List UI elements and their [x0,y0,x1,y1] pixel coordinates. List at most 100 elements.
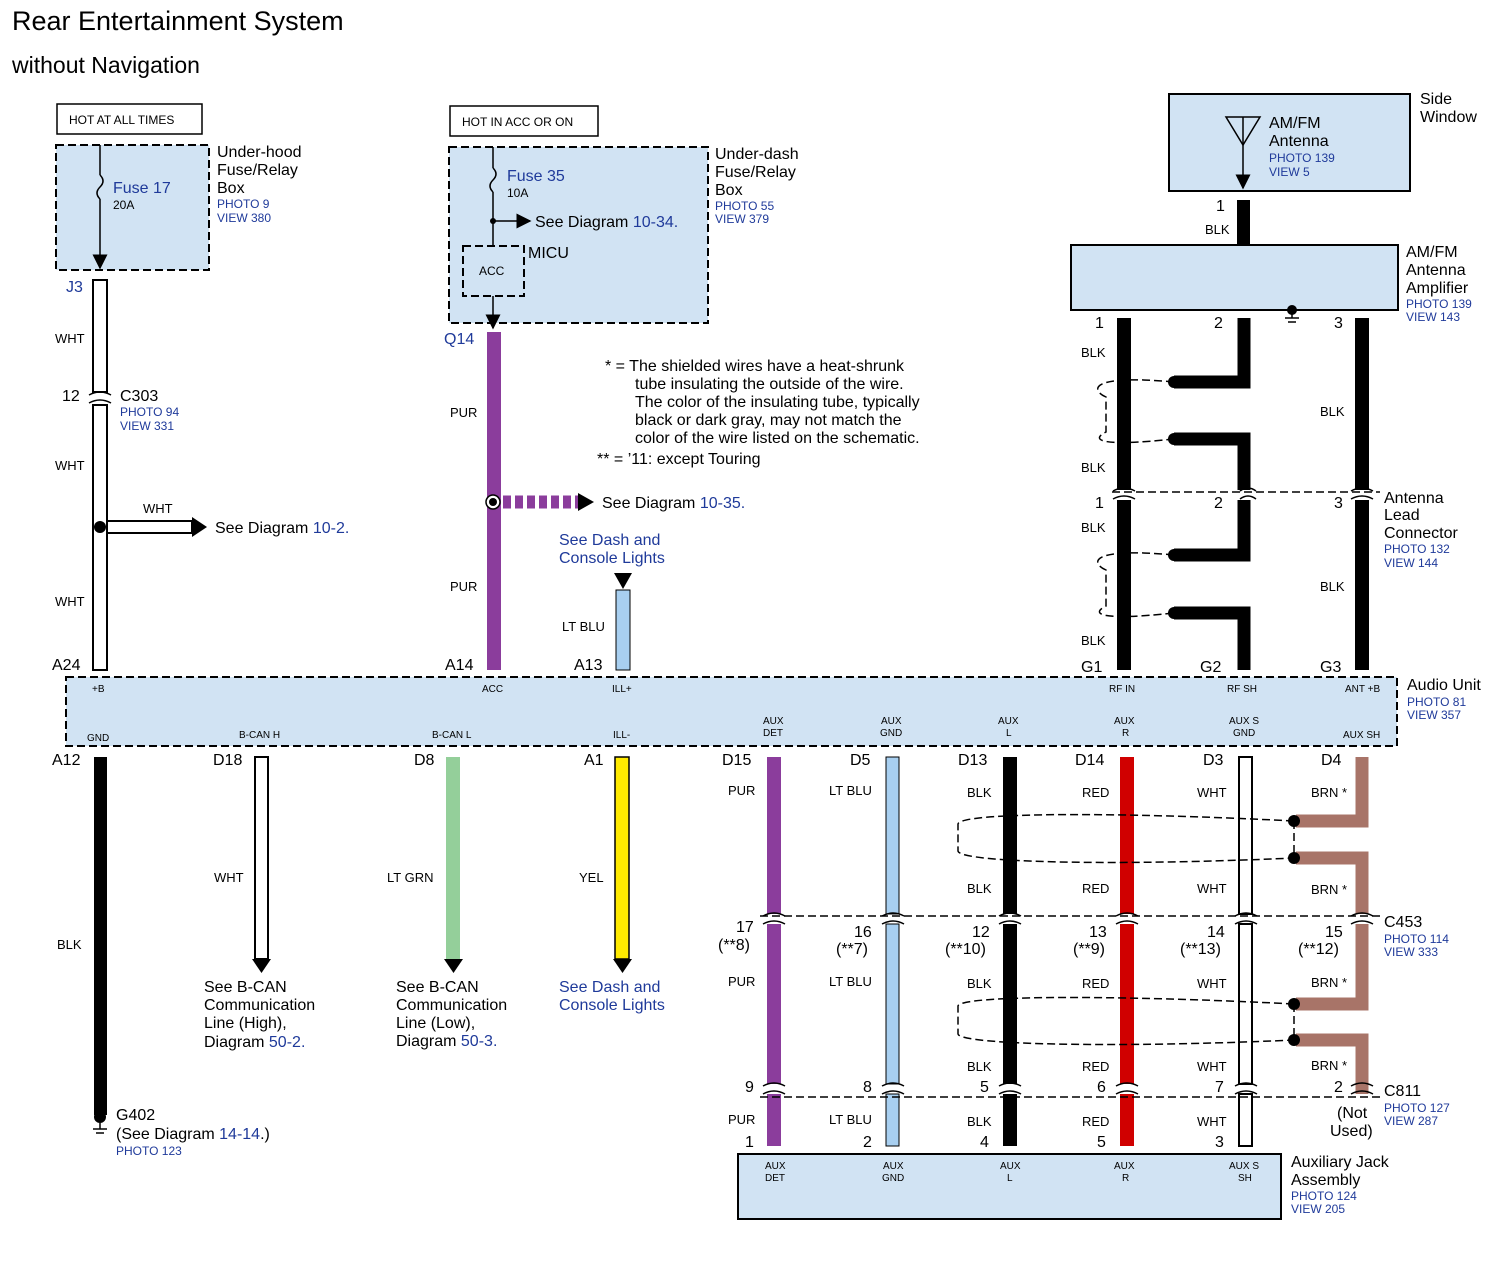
jack-det-1: AUX [765,1161,786,1172]
lead-name-3: Connector [1384,525,1458,542]
pin-d3: D3 [1203,752,1224,769]
c303-photo: PHOTO 94 [120,405,179,419]
lbl-blk-1: BLK [967,785,992,800]
jack-p1: 1 [745,1134,754,1151]
wire-label-blk-antenna: BLK [1205,222,1230,237]
antenna-pin-1: 1 [1216,198,1225,215]
lbl-blk-2: BLK [967,881,992,896]
c453-p15: 15 [1325,924,1343,941]
c811-p6: 6 [1097,1079,1106,1096]
underdash-fuse-box: HOT IN ACC OR ON Fuse 35 10A ACC MICU Se… [448,105,799,330]
wire-blk-ant-b [1350,318,1374,670]
wire-wht-plus-b [88,279,207,671]
wire-blk-gnd [94,757,107,1115]
c453-p15b: (**12) [1298,941,1339,958]
wire-label-ltgrn: LT GRN [387,870,433,885]
lbl-pur-2: PUR [728,974,755,989]
pin-d15: D15 [722,752,751,769]
wire-label-wht-2: WHT [55,458,85,473]
audio-unit-view: VIEW 357 [1407,708,1461,722]
jack-gnd-2: GND [882,1173,904,1184]
jack-l-1: AUX [1000,1161,1021,1172]
note-line-5: color of the wire listed on the schemati… [635,430,920,447]
au-aux-r-2: R [1122,728,1129,739]
audio-unit-name: Audio Unit [1407,677,1481,694]
lbl-red-2: RED [1082,881,1109,896]
jack-det-2: DET [765,1173,785,1184]
ref-diagram-10-35[interactable]: See Diagram 10-35. [602,495,745,512]
note-line-2: tube insulating the outside of the wire. [635,376,904,393]
au-aux-r-1: AUX [1114,716,1135,727]
arrow-down-icon [613,959,632,973]
wire-ltblu-aux-gnd [885,756,900,1147]
c453-p17: 17 [736,919,754,936]
au-pin-rf-in: RF IN [1109,684,1135,695]
lbl-wht-5: WHT [1197,1114,1227,1129]
ref-diagram-10-2[interactable]: See Diagram 10-2. [215,520,349,537]
ref-dash-lights-top-2[interactable]: Console Lights [559,550,665,567]
wire-label-yel: YEL [579,870,604,885]
lbl-brn-4: BRN * [1311,1058,1347,1073]
au-aux-ssh-1: AUX S [1229,716,1259,727]
lbl-blk-3: BLK [967,976,992,991]
ref-bcan-high[interactable]: See B-CAN Communication Line (High), Dia… [204,979,315,1051]
wire-yel-ill-minus [614,756,630,960]
shield-ellipses-aux [957,813,1295,1046]
jack-l-2: L [1007,1173,1013,1184]
aux-jack-view: VIEW 205 [1291,1202,1345,1216]
wire-pur-acc [485,332,594,670]
fuse-35-symbol [489,167,497,193]
shielded-wire-note: * = The shielded wires have a heat-shrun… [597,358,920,468]
underdash-name-2: Fuse/Relay [715,164,796,181]
antenna-view: VIEW 5 [1269,165,1310,179]
c811-p7: 7 [1215,1079,1224,1096]
wire-label-blk-gnd: BLK [57,937,82,952]
ref-dash-lights-bottom-2[interactable]: Console Lights [559,997,665,1014]
wire-label-blk-a3: BLK [1081,520,1106,535]
ref-diagram-10-34[interactable]: See Diagram 10-34. [535,214,678,231]
lbl-ltblu-2: LT BLU [829,974,872,989]
lbl-wht-2: WHT [1197,881,1227,896]
lbl-red-3: RED [1082,976,1109,991]
antenna-photo: PHOTO 139 [1269,151,1335,165]
bcanh-line-3: Line (High), [204,1015,287,1032]
jack-ssh-2: SH [1238,1173,1252,1184]
underhood-fuse-box: HOT AT ALL TIMES Fuse 17 20A Under-hood … [55,103,302,271]
antenna-name-2: Antenna [1269,133,1329,150]
ref-dash-lights-bottom-1[interactable]: See Dash and [559,979,660,996]
amplifier-view: VIEW 143 [1406,310,1460,324]
c453-p13: 13 [1089,924,1107,941]
wire-wht-aux-ssh [1238,756,1253,1147]
c453-pins: 17 (**8) 16 (**7) 12 (**10) 13 (**9) 14 … [718,919,1343,958]
amplifier-photo: PHOTO 139 [1406,297,1472,311]
lbl-wht-3: WHT [1197,976,1227,991]
bcanh-line-2: Communication [204,997,315,1014]
au-pin-plus-b: +B [92,684,105,695]
bcanl-line-2: Communication [396,997,507,1014]
wire-label-blk-a6: BLK [1320,579,1345,594]
lbl-brn-2: BRN * [1311,882,1347,897]
au-aux-gnd-1: AUX [881,716,902,727]
ref-dash-lights-top-1[interactable]: See Dash and [559,532,660,549]
ref-diagram-14-14[interactable]: (See Diagram 14-14.) [116,1126,270,1143]
au-aux-l-2: L [1006,728,1012,739]
au-aux-det-1: AUX [763,716,784,727]
lbl-ltblu-3: LT BLU [829,1112,872,1127]
lbl-brn-1: BRN * [1311,785,1347,800]
jack-p5: 5 [1097,1134,1106,1151]
auxiliary-jack-assembly: AUX DET AUX GND AUX L AUX R AUX S SH [737,1153,1282,1220]
pin-a14: A14 [445,657,474,674]
pin-a13: A13 [574,657,603,674]
wire-label-blk-a4: BLK [1081,633,1106,648]
page-subtitle: without Navigation [11,52,200,78]
underhood-photo: PHOTO 9 [217,197,270,211]
jack-p4: 4 [980,1134,989,1151]
ref-bcan-low[interactable]: See B-CAN Communication Line (Low), Diag… [396,979,507,1050]
note-line-3: The color of the insulating tube, typica… [635,394,920,411]
pin-d13: D13 [958,752,987,769]
c303-view: VIEW 331 [120,419,174,433]
underhood-view: VIEW 380 [217,211,271,225]
pin-j3: J3 [66,279,83,296]
c453-p13b: (**9) [1073,941,1105,958]
aux-wire-labels: PUR LT BLU BLK RED WHT BRN * BLK RED WHT… [728,783,1347,1129]
